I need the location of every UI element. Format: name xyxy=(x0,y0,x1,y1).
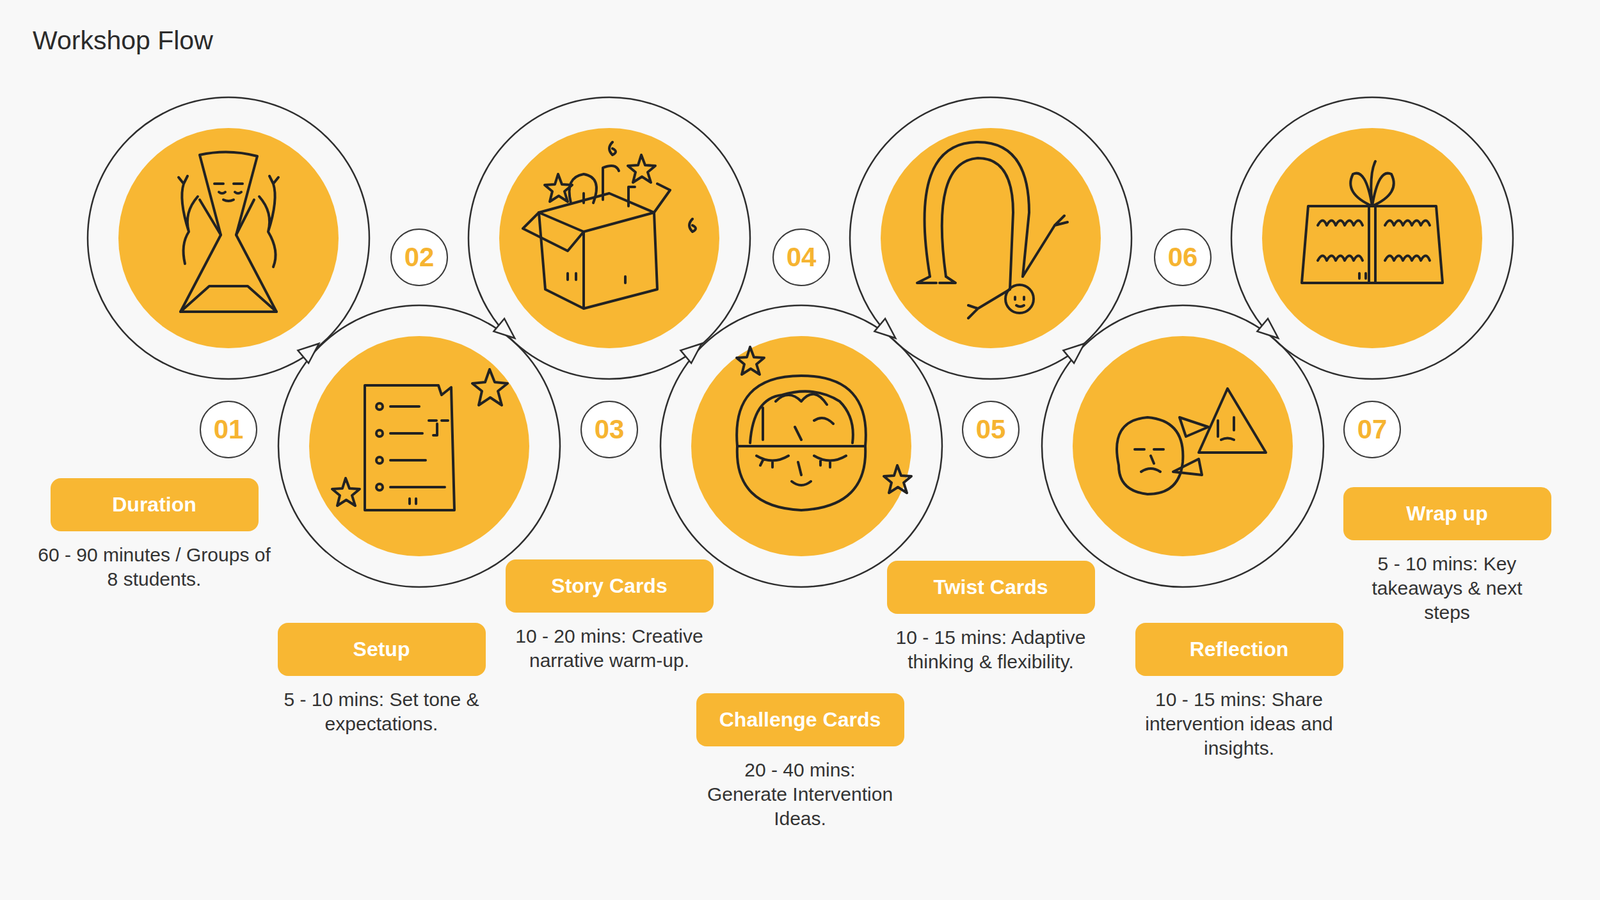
callout-number: 06 xyxy=(1168,241,1199,273)
step-badge: 06 xyxy=(1153,228,1212,287)
step-ring xyxy=(468,97,751,379)
step-badge: 02 xyxy=(390,228,448,287)
step-description: 10 - 15 mins: Share intervention ideas a… xyxy=(1139,687,1339,761)
step-label-pill: Duration xyxy=(50,478,259,532)
step-card: Reflection 10 - 15 mins: Share interventi… xyxy=(1135,622,1344,761)
step-badge: 01 xyxy=(199,400,258,459)
step-label-pill: Wrap up xyxy=(1343,487,1552,541)
step-description: 5 - 10 mins: Key takeaways & next steps xyxy=(1354,551,1540,625)
step-discs xyxy=(118,128,1483,557)
ring-arrowhead xyxy=(680,337,707,363)
step-label-pill: Twist Cards xyxy=(887,560,1096,614)
step-ring xyxy=(278,305,560,587)
callout-number: 04 xyxy=(786,241,817,273)
step-ring xyxy=(1231,97,1513,379)
step-card: Challenge Cards 20 - 40 mins: Generate In… xyxy=(696,693,905,831)
diagram-title: Workshop Flow xyxy=(32,25,214,56)
step-description: 10 - 15 mins: Adaptive thinking & flexib… xyxy=(885,625,1097,674)
gift-doodle xyxy=(1301,161,1443,283)
ring-arrowhead xyxy=(1063,337,1090,363)
step-description: 10 - 20 mins: Creative narrative warm-up… xyxy=(513,624,706,673)
step-card: Duration 60 - 90 minutes / Groups of 8 st… xyxy=(32,478,276,592)
step-label-pill: Challenge Cards xyxy=(696,693,905,747)
callout-number: 05 xyxy=(976,414,1007,445)
step-label-pill: Setup xyxy=(277,622,486,676)
callout-number: 02 xyxy=(404,241,435,273)
bending-figure-doodle xyxy=(917,142,1068,319)
step-ring xyxy=(660,305,943,587)
step-label-pill: Reflection xyxy=(1135,622,1344,676)
step-badge: 07 xyxy=(1343,400,1401,459)
step-ring xyxy=(1041,305,1324,587)
step-card: Twist Cards 10 - 15 mins: Adaptive thinki… xyxy=(885,560,1097,674)
ring-arrowhead xyxy=(874,318,901,345)
thinking-head-doodle xyxy=(736,346,912,511)
ring-arrowhead xyxy=(493,318,520,345)
step-label-pill: Story Cards xyxy=(505,559,714,613)
callout-number: 07 xyxy=(1357,414,1388,445)
step-ring xyxy=(87,97,370,379)
step-card: Wrap up 5 - 10 mins: Key takeaways & next… xyxy=(1343,487,1552,625)
step-ring xyxy=(849,97,1132,379)
step-description: 60 - 90 minutes / Groups of 8 students. xyxy=(32,542,276,592)
step-badge: 05 xyxy=(961,400,1020,459)
ring-arrowhead xyxy=(297,337,324,363)
step-card: Setup 5 - 10 mins: Set tone & expectation… xyxy=(272,622,491,736)
callout-number: 03 xyxy=(594,414,625,445)
step-description: 5 - 10 mins: Set tone & expectations. xyxy=(272,687,491,736)
hourglass-doodle xyxy=(178,151,279,312)
step-rings xyxy=(87,97,1513,587)
dialogue-doodle xyxy=(1116,388,1266,495)
checklist-doodle xyxy=(332,369,508,511)
callout-number: 01 xyxy=(213,414,244,445)
step-description: 20 - 40 mins: Generate Intervention Idea… xyxy=(704,757,896,831)
step-badge: 03 xyxy=(580,400,639,459)
step-badge: 04 xyxy=(772,228,831,287)
idea-box-doodle xyxy=(522,142,696,309)
ring-arrowhead xyxy=(1256,318,1284,345)
step-card: Story Cards 10 - 20 mins: Creative narrat… xyxy=(505,559,714,673)
